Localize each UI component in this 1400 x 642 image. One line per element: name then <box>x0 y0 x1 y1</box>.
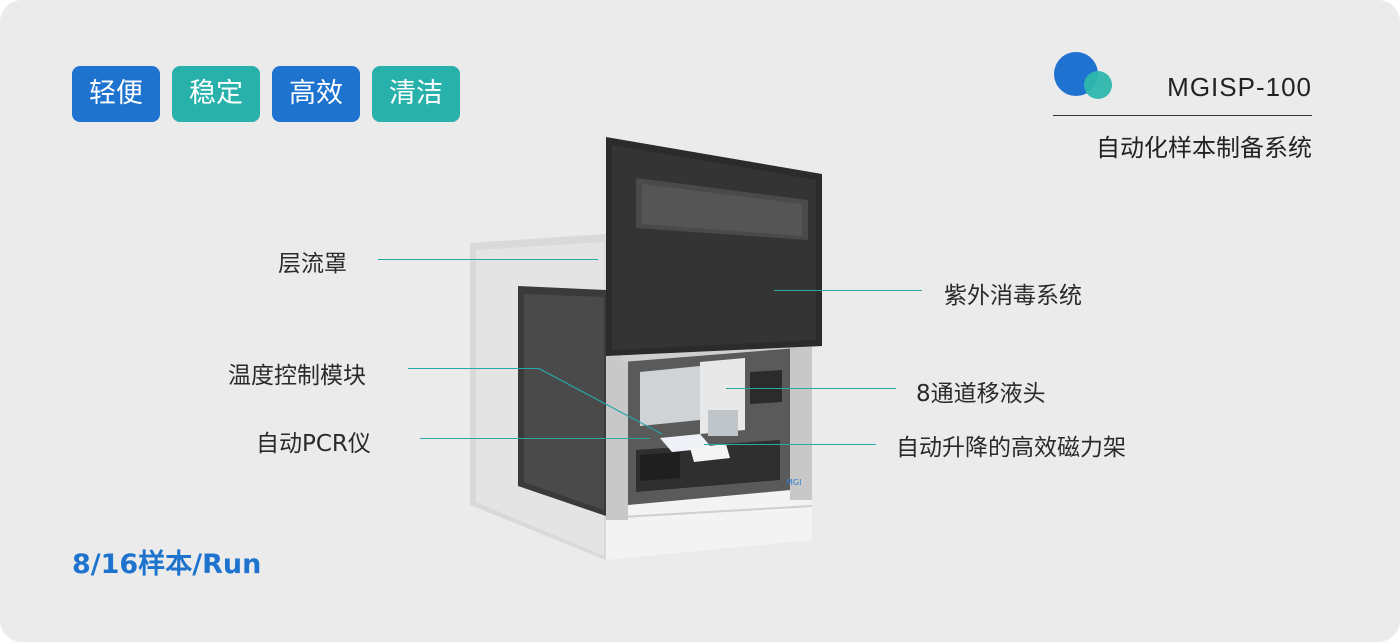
callout-line-laminar-hood <box>378 259 598 260</box>
logo-circle-teal-icon <box>1084 71 1112 99</box>
magnetic-rack <box>690 444 730 462</box>
callout-pcr: 自动PCR仪 <box>256 431 371 457</box>
tag-efficient: 高效 <box>272 66 360 122</box>
callout-line-pipette-head <box>726 388 896 389</box>
tag-clean: 清洁 <box>372 66 460 122</box>
product-subtitle: 自动化样本制备系统 <box>1096 134 1312 162</box>
throughput-label: 8/16样本/Run <box>72 549 262 580</box>
callout-line-temp-module-diag <box>537 367 663 435</box>
frame-pillar-right <box>790 340 812 500</box>
callout-line-uv-system <box>774 290 922 291</box>
base <box>606 490 812 560</box>
callout-pipette-head: 8通道移液头 <box>916 381 1046 407</box>
callout-laminar-hood: 层流罩 <box>278 251 347 277</box>
model-divider <box>1053 115 1312 116</box>
tag-stable: 稳定 <box>172 66 260 122</box>
tag-lightweight: 轻便 <box>72 66 160 122</box>
callout-line-temp-module <box>408 368 538 369</box>
callout-line-pcr <box>420 438 650 439</box>
callout-line-magnetic-rack <box>704 444 876 445</box>
frame-pillar-left <box>606 350 628 520</box>
callout-temp-module: 温度控制模块 <box>228 363 366 389</box>
callout-magnetic-rack: 自动升降的高效磁力架 <box>896 435 1126 461</box>
model-name: MGISP-100 <box>1167 72 1312 102</box>
callout-uv-system: 紫外消毒系统 <box>944 283 1082 309</box>
svg-text:MGI: MGI <box>786 478 801 487</box>
